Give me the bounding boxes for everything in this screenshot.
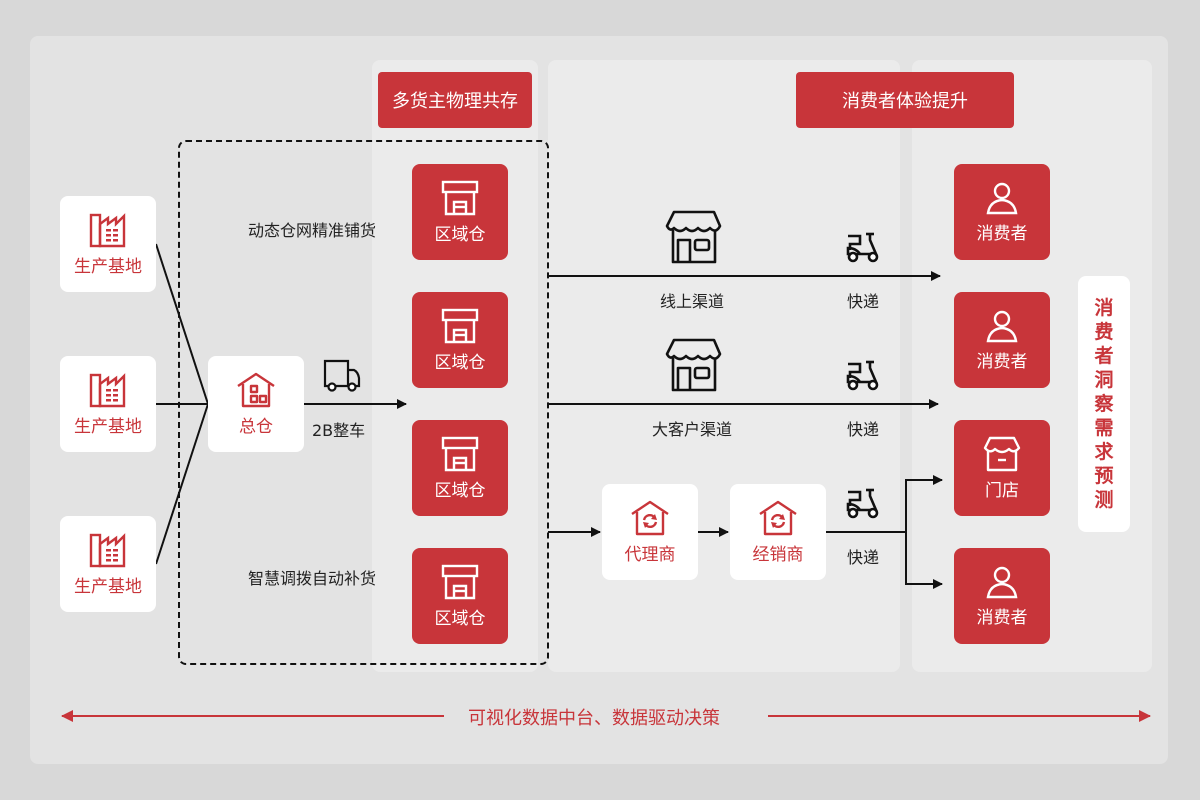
dynamic-network-text: 动态仓网精准铺货 <box>248 221 377 240</box>
house-refresh-icon <box>759 500 797 535</box>
insight-char: 测 <box>1094 489 1114 511</box>
warehouse-network-group <box>178 140 549 665</box>
source-card[interactable]: 生产基地 <box>60 196 156 292</box>
scooter-icon <box>846 360 879 391</box>
consumer-insight-label: 消 费 者 洞 察 需 求 预 测 <box>1078 276 1130 532</box>
store-icon <box>441 436 479 471</box>
insight-char: 费 <box>1094 321 1114 343</box>
to-store-arrow <box>905 475 943 532</box>
source-label: 生产基地 <box>74 256 142 277</box>
insight-char: 察 <box>1094 393 1114 415</box>
regional-warehouse-card[interactable]: 区域仓 <box>412 548 508 644</box>
delivery-label: 快递 <box>847 548 880 567</box>
transport-label: 2B整车 <box>312 421 366 440</box>
agent-label: 代理商 <box>624 544 676 565</box>
factory-icon <box>89 372 126 407</box>
regional-warehouse-card[interactable]: 区域仓 <box>412 420 508 516</box>
source-label: 生产基地 <box>74 576 142 597</box>
insight-char: 洞 <box>1094 369 1114 391</box>
source-line-3 <box>155 403 209 565</box>
insight-char: 需 <box>1094 417 1114 439</box>
truck-icon <box>323 359 361 392</box>
dealer-label: 经销商 <box>752 544 804 565</box>
shop-front-icon <box>983 436 1021 471</box>
insight-char: 预 <box>1094 465 1114 487</box>
store-icon <box>441 180 479 215</box>
user-icon <box>986 566 1018 598</box>
insight-char: 消 <box>1094 297 1114 319</box>
central-warehouse-label: 总仓 <box>239 416 273 437</box>
dealer-card[interactable]: 经销商 <box>730 484 826 580</box>
factory-icon <box>89 532 126 567</box>
regional-warehouse-card[interactable]: 区域仓 <box>412 164 508 260</box>
data-platform-label: 可视化数据中台、数据驱动决策 <box>468 708 720 729</box>
user-icon <box>986 310 1018 342</box>
smart-allocation-text: 智慧调拨自动补货 <box>248 569 377 588</box>
central-warehouse-card[interactable]: 总仓 <box>208 356 304 452</box>
delivery-label: 快递 <box>847 420 880 439</box>
regional-warehouse-label: 区域仓 <box>434 224 486 245</box>
consumer-card[interactable]: 消费者 <box>954 292 1050 388</box>
factory-icon <box>89 212 126 247</box>
multi-owner-label: 多货主物理共存 <box>378 72 532 128</box>
regional-warehouse-label: 区域仓 <box>434 480 486 501</box>
house-refresh-icon <box>631 500 669 535</box>
store-icon <box>441 308 479 343</box>
shop-icon <box>665 338 722 392</box>
store-label: 门店 <box>985 480 1019 501</box>
channel-label: 线上渠道 <box>660 292 725 311</box>
source-line-1 <box>155 243 209 405</box>
consumer-label: 消费者 <box>976 607 1028 628</box>
scooter-icon <box>846 232 879 263</box>
shop-icon <box>665 210 722 264</box>
user-icon <box>986 182 1018 214</box>
store-icon <box>441 564 479 599</box>
insight-char: 者 <box>1094 345 1114 367</box>
consumer-card[interactable]: 消费者 <box>954 548 1050 644</box>
source-label: 生产基地 <box>74 416 142 437</box>
consumer-label: 消费者 <box>976 223 1028 244</box>
agent-card[interactable]: 代理商 <box>602 484 698 580</box>
delivery-label: 快递 <box>847 292 880 311</box>
regional-warehouse-card[interactable]: 区域仓 <box>412 292 508 388</box>
store-card[interactable]: 门店 <box>954 420 1050 516</box>
source-card[interactable]: 生产基地 <box>60 356 156 452</box>
insight-char: 求 <box>1094 441 1114 463</box>
consumer-card[interactable]: 消费者 <box>954 164 1050 260</box>
source-card[interactable]: 生产基地 <box>60 516 156 612</box>
regional-warehouse-label: 区域仓 <box>434 608 486 629</box>
channel-label: 大客户渠道 <box>652 420 733 439</box>
consumer-experience-label: 消费者体验提升 <box>796 72 1014 128</box>
warehouse-icon <box>237 372 275 407</box>
regional-warehouse-label: 区域仓 <box>434 352 486 373</box>
scooter-icon <box>846 488 879 519</box>
consumer-label: 消费者 <box>976 351 1028 372</box>
to-consumer-arrow <box>905 532 943 589</box>
